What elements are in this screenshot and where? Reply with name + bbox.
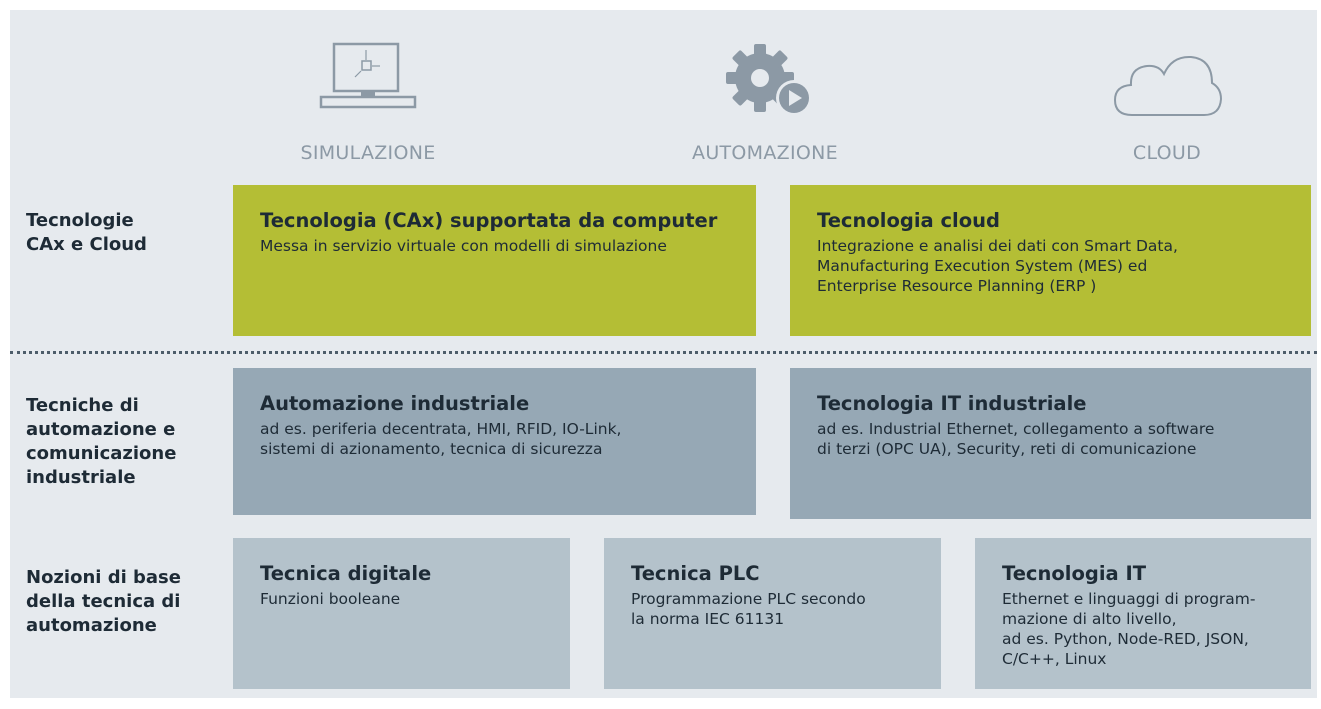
box-cax-technology: Tecnologia (CAx) supportata da computer …	[233, 185, 756, 336]
box-title: Tecnologia IT industriale	[817, 392, 1087, 415]
box-description: la norma IEC 61131	[631, 610, 785, 628]
box-title: Tecnologia (CAx) supportata da computer	[260, 209, 718, 232]
box-title: Tecnica PLC	[631, 562, 760, 585]
column-title-cloud: CLOUD	[1132, 142, 1202, 164]
box-industrial-automation: Automazione industriale ad es. periferia…	[233, 368, 756, 515]
box-plc-technique: Tecnica PLC Programmazione PLC secondo l…	[604, 538, 941, 689]
box-industrial-it: Tecnologia IT industriale ad es. Industr…	[790, 368, 1311, 519]
box-description: di terzi (OPC UA), Security, reti di com…	[817, 440, 1197, 458]
column-title-simulazione: SIMULAZIONE	[300, 142, 436, 164]
row-label-nozioni-base: Nozioni di base della tecnica di automaz…	[26, 567, 181, 636]
box-title: Automazione industriale	[260, 392, 530, 415]
box-description: Ethernet e linguaggi di program-	[1002, 590, 1256, 608]
box-cloud-technology: Tecnologia cloud Integrazione e analisi …	[790, 185, 1311, 336]
box-description: mazione di alto livello,	[1002, 610, 1177, 628]
box-title: Tecnologia IT	[1002, 562, 1147, 585]
box-description: ad es. periferia decentrata, HMI, RFID, …	[260, 420, 622, 438]
box-description: ad es. Python, Node-RED, JSON,	[1002, 630, 1249, 648]
column-title-automazione: AUTOMAZIONE	[692, 142, 838, 164]
box-description: Integrazione e analisi dei dati con Smar…	[817, 237, 1178, 255]
gear-play-icon	[726, 44, 812, 116]
box-description: Enterprise Resource Planning (ERP )	[817, 277, 1097, 295]
box-description: Manufacturing Execution System (MES) ed	[817, 257, 1148, 275]
cloud-icon	[1113, 55, 1223, 116]
dotted-separator	[10, 351, 1317, 354]
box-description: Funzioni booleane	[260, 590, 401, 608]
box-description: Messa in servizio virtuale con modelli d…	[260, 237, 667, 255]
box-title: Tecnologia cloud	[817, 209, 1000, 232]
box-digital-technique: Tecnica digitale Funzioni booleane	[233, 538, 570, 689]
box-description: C/C++, Linux	[1002, 650, 1107, 668]
computer-monitor-icon	[319, 42, 417, 109]
box-description: Programmazione PLC secondo	[631, 590, 866, 608]
row-label-automazione-comunicazione: Tecniche di automazione e comunicazione …	[26, 395, 177, 488]
box-title: Tecnica digitale	[260, 562, 432, 585]
box-description: ad es. Industrial Ethernet, collegamento…	[817, 420, 1215, 438]
row-label-cax-cloud: Tecnologie CAx e Cloud	[26, 210, 147, 255]
box-description: sistemi di azionamento, tecnica di sicur…	[260, 440, 603, 458]
box-it-technology: Tecnologia IT Ethernet e linguaggi di pr…	[975, 538, 1311, 689]
